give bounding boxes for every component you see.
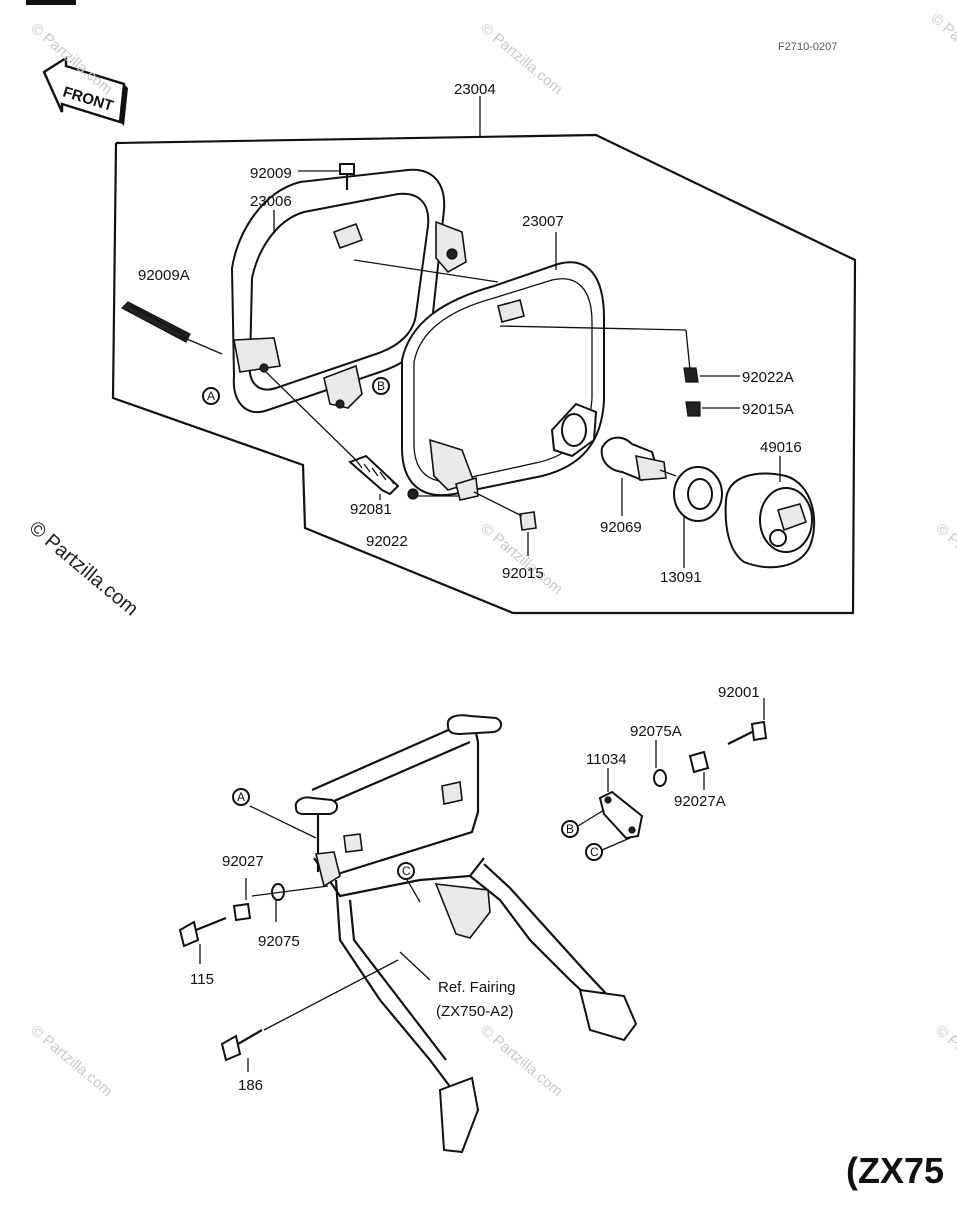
- top-screw: [339, 163, 355, 190]
- top-edge-mark: [26, 0, 76, 5]
- label-11034: 11034: [586, 751, 627, 768]
- ref-note-line-2: (ZX750-A2): [436, 1003, 514, 1020]
- bolt-115: [178, 916, 227, 948]
- bulb-ring: [673, 466, 723, 522]
- label-92009: 92009: [250, 165, 292, 182]
- watermark-5: © Partzilla.com: [932, 520, 957, 598]
- upper-part-labels: 23004 92009 23006 23007 92009A 92022A 92…: [138, 81, 802, 586]
- callout-A-upper: A: [202, 387, 220, 405]
- nut-92015A: [685, 401, 701, 417]
- callout-A-upper-text: A: [207, 389, 215, 403]
- label-23006: 23006: [250, 193, 292, 210]
- label-92001: 92001: [718, 684, 760, 701]
- headlight-rim: [230, 168, 467, 413]
- label-13091: 13091: [660, 569, 702, 586]
- lower-part-labels: 92001 92075A 11034 92027A 92027 92075 11…: [190, 684, 760, 1094]
- label-49016: 49016: [760, 439, 802, 456]
- label-92022A: 92022A: [742, 369, 794, 386]
- plate-11034: [598, 790, 644, 840]
- adjusting-screw-long: [121, 301, 191, 343]
- fairing-bracket: [294, 714, 638, 1154]
- callout-B-upper: B: [372, 377, 390, 395]
- collar-92027A: [688, 750, 710, 774]
- label-92015: 92015: [502, 565, 544, 582]
- callout-B-upper-text: B: [377, 379, 385, 393]
- label-23004: 23004: [454, 81, 496, 98]
- callout-B-lower-text: B: [566, 822, 574, 836]
- callout-C-lower-text: C: [590, 845, 599, 859]
- label-92081: 92081: [350, 501, 392, 518]
- washer-92075A: [653, 769, 667, 787]
- model-label: (ZX75: [846, 1150, 944, 1191]
- label-92027A: 92027A: [674, 793, 726, 810]
- callout-C-lower: C: [585, 843, 603, 861]
- label-92015A: 92015A: [742, 401, 794, 418]
- watermark-4: © Partzilla.com: [477, 520, 565, 598]
- callout-C-bracket: C: [397, 862, 415, 880]
- label-92027: 92027: [222, 853, 264, 870]
- label-92022: 92022: [366, 533, 408, 550]
- washer-92022: [407, 488, 419, 500]
- bulb-socket: [550, 402, 598, 458]
- watermark-main: © Partzilla.com: [25, 517, 142, 620]
- label-23007: 23007: [522, 213, 564, 230]
- callout-C-bracket-text: C: [402, 864, 411, 878]
- figure-code: F2710-0207: [778, 41, 837, 53]
- nut-92015: [519, 511, 537, 531]
- watermark-7: © Partzilla.com: [477, 1022, 565, 1100]
- nut-92022A: [683, 367, 699, 383]
- bolt-186: [220, 1029, 263, 1062]
- collar-92027: [232, 902, 252, 922]
- callout-A-lower: A: [232, 788, 250, 806]
- front-direction-arrow: FRONT: [42, 55, 128, 126]
- label-92009A: 92009A: [138, 267, 190, 284]
- callout-B-lower: B: [561, 820, 579, 838]
- lower-leader-lines: [199, 698, 765, 1072]
- label-186: 186: [238, 1077, 263, 1094]
- upper-leader-lines: [179, 170, 781, 568]
- adjusting-spring: [348, 454, 400, 496]
- label-92075: 92075: [258, 933, 300, 950]
- watermark-3: © Partzilla.com: [927, 10, 957, 88]
- label-115: 115: [190, 971, 214, 988]
- watermark-6: © Partzilla.com: [27, 1022, 115, 1100]
- bolt-92001: [727, 720, 768, 745]
- callout-A-lower-text: A: [237, 790, 245, 804]
- watermark-8: © Partzilla.com: [932, 1022, 957, 1100]
- socket-cover: [724, 472, 816, 569]
- watermarks: © Partzilla.com © Partzilla.com © Partzi…: [25, 10, 957, 1100]
- label-92075A: 92075A: [630, 723, 682, 740]
- headlight-bulb: [600, 436, 677, 482]
- headlight-assembly-outline: [111, 96, 857, 615]
- ref-note-line-1: Ref. Fairing: [438, 979, 516, 996]
- label-92069: 92069: [600, 519, 642, 536]
